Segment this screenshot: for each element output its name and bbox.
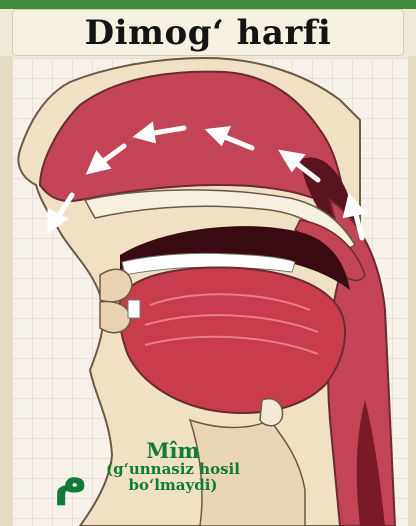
caption: م Mîm (g‘unnasiz hosil bo‘lmaydi): [48, 440, 268, 524]
arabic-letter-icon: م: [54, 454, 88, 502]
hyoid: [260, 399, 283, 426]
lower-teeth: [128, 300, 140, 318]
